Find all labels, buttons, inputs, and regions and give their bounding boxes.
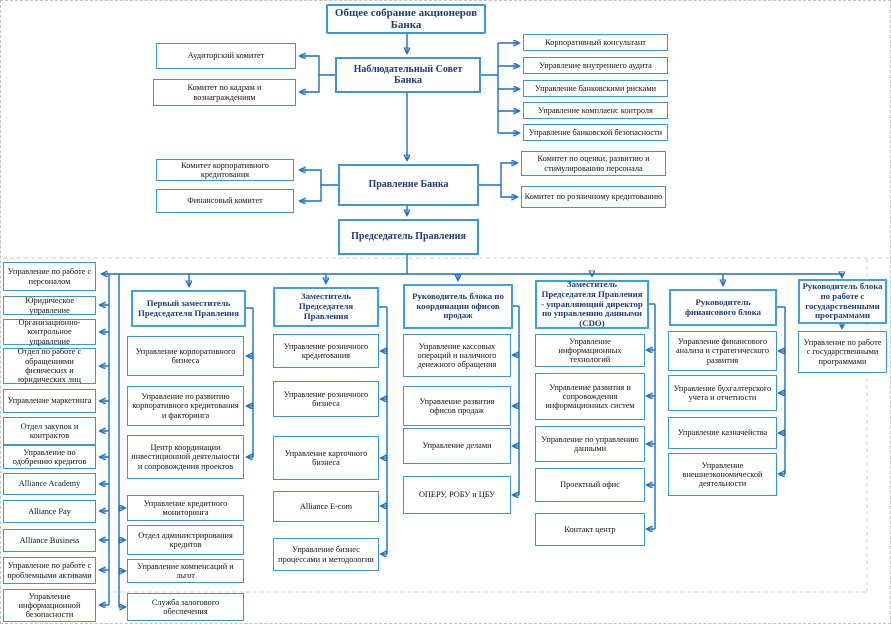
box-credit-administration: Отдел администрирования кредитов — [127, 525, 244, 555]
box-bank-security: Управление банковской безопасности — [523, 124, 668, 141]
box-administration: Управление делами — [403, 428, 511, 464]
box-retail-business: Управление розничного бизнеса — [273, 381, 379, 417]
box-chairman: Председатель Правления — [338, 219, 479, 255]
box-it-dept: Управление информационных технологий — [535, 334, 645, 367]
box-corporate-consultant: Корпоративный консультант — [523, 34, 668, 51]
box-contact-center: Контакт центр — [535, 513, 645, 546]
box-corp-credit-committee: Комитет корпоративного кредитования — [156, 159, 294, 181]
box-is-development-support: Управление развития и сопровождения инфо… — [535, 373, 645, 420]
box-financial-analysis: Управление финансового анализа и стратег… — [668, 331, 777, 371]
box-card-business: Управление карточного бизнеса — [273, 436, 379, 480]
box-operu-robu-cbu: ОПЕРУ, РОБУ и ЦБУ — [403, 476, 511, 514]
header-first-deputy-chairman: Первый заместитель Председателя Правлени… — [131, 290, 246, 327]
box-org-control-dept: Организационно-контрольное управление — [3, 318, 96, 346]
box-cash-operations: Управление кассовых операций и наличного… — [403, 334, 511, 377]
box-shareholders-meeting: Общее собрание акционеров Банка — [326, 4, 486, 34]
box-retail-crediting: Управление розничного кредитования — [273, 334, 379, 368]
box-bank-risks: Управление банковскими рисками — [523, 80, 668, 97]
box-internal-audit: Управление внутреннего аудита — [523, 57, 668, 74]
box-investment-coordination-center: Центр координации инвестиционной деятель… — [127, 435, 244, 479]
box-retail-credit-committee: Комитет по розничному кредитованию — [521, 186, 666, 208]
box-project-office: Проектный офис — [535, 468, 645, 502]
header-sales-offices-head: Руководитель блока по координации офисов… — [403, 284, 513, 329]
box-corporate-business: Управление корпоративного бизнеса — [127, 336, 244, 376]
box-appeals-dept: Отдел по работе с обращениями физических… — [3, 347, 96, 384]
box-alliance-ecom: Alliance E-com — [273, 491, 379, 522]
box-credit-approval-dept: Управление по одобрению кредитов — [3, 445, 96, 469]
box-alliance-pay: Alliance Pay — [3, 500, 96, 523]
box-audit-committee: Аудиторский комитет — [156, 43, 296, 69]
box-compliance-control: Управление комплаенс контроля — [523, 102, 668, 119]
header-cdo-deputy-chairman: Заместитель Председателя Правления - упр… — [535, 279, 649, 329]
box-sales-offices-development: Управление развития офисов продаж — [403, 386, 511, 426]
box-legal-dept: Юридическое управление — [3, 296, 96, 315]
box-problem-assets-dept: Управление по работе с проблемными актив… — [3, 557, 96, 584]
header-finance-block-head: Руководитель финансового блока — [669, 289, 777, 326]
box-finance-committee: Финансовый комитет — [156, 189, 294, 213]
box-gov-programs-dept: Управление по работе с государственными … — [798, 331, 887, 373]
box-alliance-business: Alliance Business — [3, 529, 96, 552]
box-hr-remuneration-committee: Комитет по кадрам и вознаграждениям — [153, 79, 296, 106]
box-alliance-academy: Alliance Academy — [3, 473, 96, 495]
box-corp-credit-factoring: Управление по развитию корпоративного кр… — [127, 386, 244, 426]
header-deputy-chairman: Заместитель Председателя Правления — [273, 287, 379, 327]
box-treasury: Управление казначейства — [668, 417, 777, 449]
box-collateral-service: Служба залогового обеспечения — [127, 593, 244, 621]
box-foreign-economic-activity: Управление внешнеэкономической деятельно… — [668, 453, 777, 496]
box-marketing-dept: Управление маркетинга — [3, 389, 96, 413]
box-accounting-reporting: Управление бухгалтерского учета и отчетн… — [668, 375, 777, 411]
box-infosec-dept: Управление информационной безопасности — [3, 589, 96, 622]
box-data-management: Управление по управлению данными — [535, 426, 645, 462]
header-gov-programs-head: Руководитель блока по работе с государст… — [798, 279, 887, 324]
box-staff-evaluation-committee: Комитет по оценки, развитию и стимулиров… — [521, 151, 666, 176]
box-business-processes: Управление бизнес процессами и методолог… — [273, 538, 379, 571]
box-management-board: Правление Банка — [338, 164, 479, 206]
box-credit-monitoring: Управление кредитного мониторинга — [127, 495, 244, 521]
box-compensation-benefits: Управление компенсаций и льгот — [127, 559, 244, 583]
box-supervisory-board: Наблюдательный Совет Банка — [335, 57, 481, 93]
box-hr-dept: Управление по работе с персоналом — [3, 262, 96, 291]
box-procurement-dept: Отдел закупок и контрактов — [3, 417, 96, 445]
